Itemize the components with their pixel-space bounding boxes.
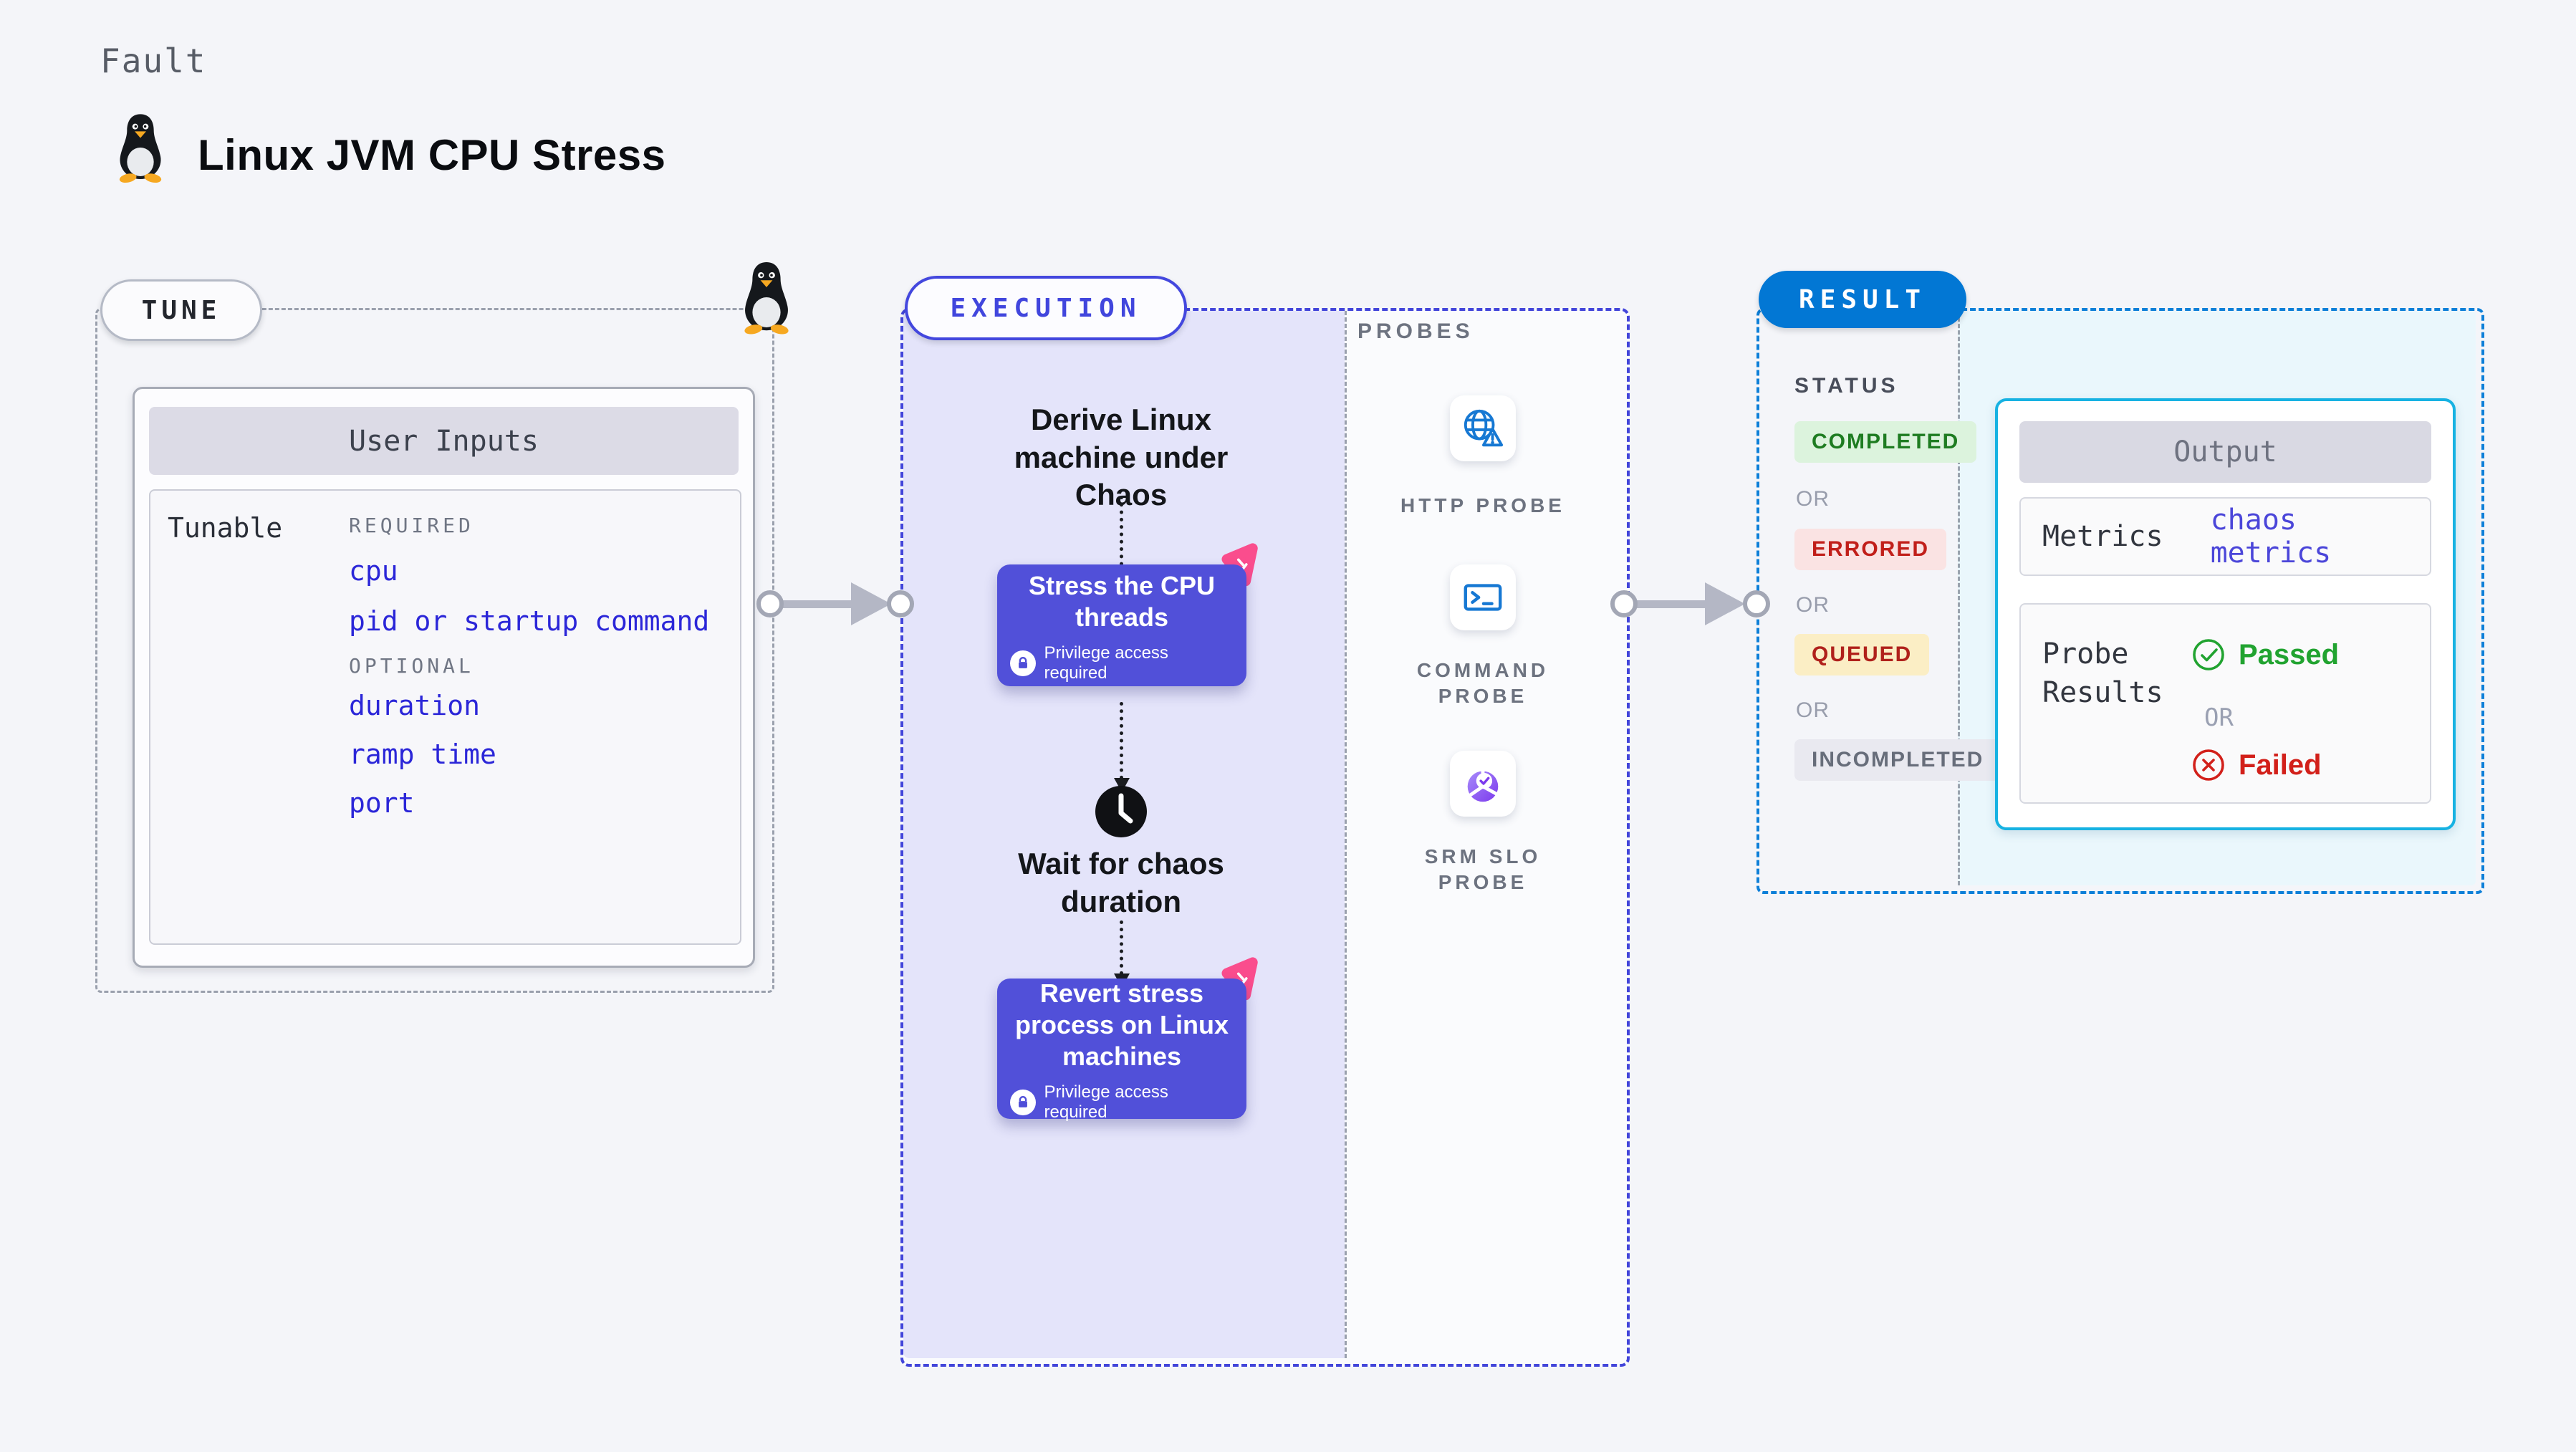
srm-slo-probe-label: SRM SLO PROBE [1424,845,1542,894]
lock-icon [1010,1089,1036,1115]
lock-icon [1010,650,1036,676]
dotted-connector [1120,920,1123,975]
node-title: Stress the CPU threads [1028,571,1216,632]
command-probe-card [1450,564,1516,630]
probe-results-row: Probe Results Passed OR Failed [2019,603,2431,804]
user-inputs-header: User Inputs [149,407,739,475]
dotted-connector [1120,702,1123,779]
probes-label: PROBES [1357,319,1474,343]
or-label: OR [2204,703,2234,732]
metrics-label: Metrics [2042,520,2163,553]
optional-label: OPTIONAL [349,654,474,678]
result-badge: RESULT [1759,271,1966,328]
status-badge-errored: ERRORED [1794,529,1947,570]
status-badge-incompleted: INCOMPLETED [1794,739,2001,781]
command-probe-label: COMMAND PROBE [1416,659,1549,708]
user-inputs-body: Tunable REQUIRED cpu pid or startup comm… [149,489,741,945]
required-label: REQUIRED [349,514,474,537]
metrics-row: Metrics chaos metrics [2019,497,2431,576]
status-badge-completed: COMPLETED [1794,421,1977,463]
probe-results-label: Probe Results [2042,638,2163,709]
execution-badge: EXECUTION [905,276,1187,340]
stress-cpu-node: Stress the CPU threads Privilege access … [997,564,1246,686]
slo-pie-icon [1467,769,1499,802]
tux-linux-icon [119,114,162,183]
globe-alert-icon [1464,409,1504,447]
tunable-cpu: cpu [349,555,398,587]
arrow-probes-to-result [1635,600,1714,608]
http-probe-card [1450,395,1516,461]
page-title: Linux JVM CPU Stress [198,131,666,179]
fault-kicker: Fault [100,42,207,80]
tunable-ramp-time: ramp time [349,739,496,770]
tune-section [95,308,774,993]
or-label: OR [1796,593,1830,617]
privilege-note: Privilege access required [1010,643,1234,683]
tune-badge: TUNE [100,279,262,341]
output-header: Output [2019,421,2431,483]
metrics-value: chaos metrics [2210,504,2332,569]
privilege-note: Privilege access required [1010,1082,1234,1122]
connector-dot [1743,590,1770,617]
tunable-duration: duration [349,690,481,721]
step-wait-duration: Wait for chaos duration [1018,847,1224,918]
status-label: STATUS [1794,374,1899,398]
privilege-note-text: Privilege access required [1044,1082,1168,1122]
connector-dot [756,590,784,617]
check-circle-icon [2193,639,2224,670]
revert-stress-node: Revert stress process on Linux machines … [997,979,1246,1122]
or-label: OR [1796,487,1830,511]
failed-result: Failed [2191,748,2322,782]
passed-result: Passed [2191,638,2339,672]
tunable-pid-or-startup-command: pid or startup command [349,605,710,637]
tux-linux-icon [744,262,789,335]
failed-label: Failed [2239,749,2322,781]
privilege-note-text: Privilege access required [1044,643,1168,683]
node-title: Revert stress process on Linux machines [1014,979,1229,1071]
http-probe-label: HTTP PROBE [1400,494,1565,516]
execution-section [900,308,1630,1367]
clock-icon [1095,786,1147,837]
tunable-port: port [349,787,415,819]
terminal-icon [1464,584,1502,611]
srm-slo-probe-card [1450,751,1516,817]
status-badge-queued: QUEUED [1794,634,1930,675]
arrow-head-icon [1705,582,1745,625]
x-circle-icon [2193,749,2224,781]
user-inputs-card: User Inputs Tunable REQUIRED cpu pid or … [133,387,755,968]
output-card: Output Metrics chaos metrics Probe Resul… [1995,398,2456,830]
connector-dot [1610,590,1638,617]
arrow-head-icon [851,582,891,625]
probes-divider [1345,311,1347,1358]
dotted-connector [1120,496,1123,573]
or-label: OR [1796,698,1830,722]
connector-dot [887,590,914,617]
arrow-tune-to-execution [781,600,860,608]
tunable-label: Tunable [168,512,283,544]
passed-label: Passed [2239,638,2340,670]
result-divider [1958,311,1960,885]
